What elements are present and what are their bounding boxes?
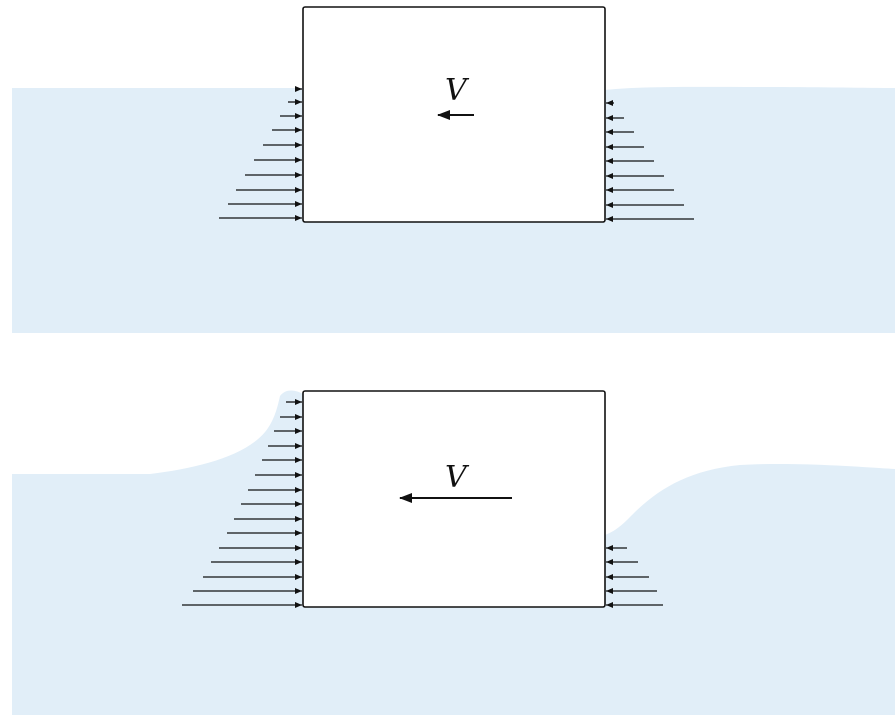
right-pressure-arrows-bottom [606, 545, 663, 608]
water-body-top [12, 86, 895, 333]
water-body-bottom [12, 390, 895, 715]
velocity-label-bottom: V [445, 460, 470, 495]
left-pressure-arrows-bottom [182, 399, 302, 608]
panel-slow: V [12, 6, 895, 333]
left-pressure-arrows-top [219, 86, 302, 221]
velocity-label-top: V [445, 73, 470, 108]
panel-fast: V [12, 390, 895, 715]
right-pressure-arrows-top [606, 100, 694, 222]
